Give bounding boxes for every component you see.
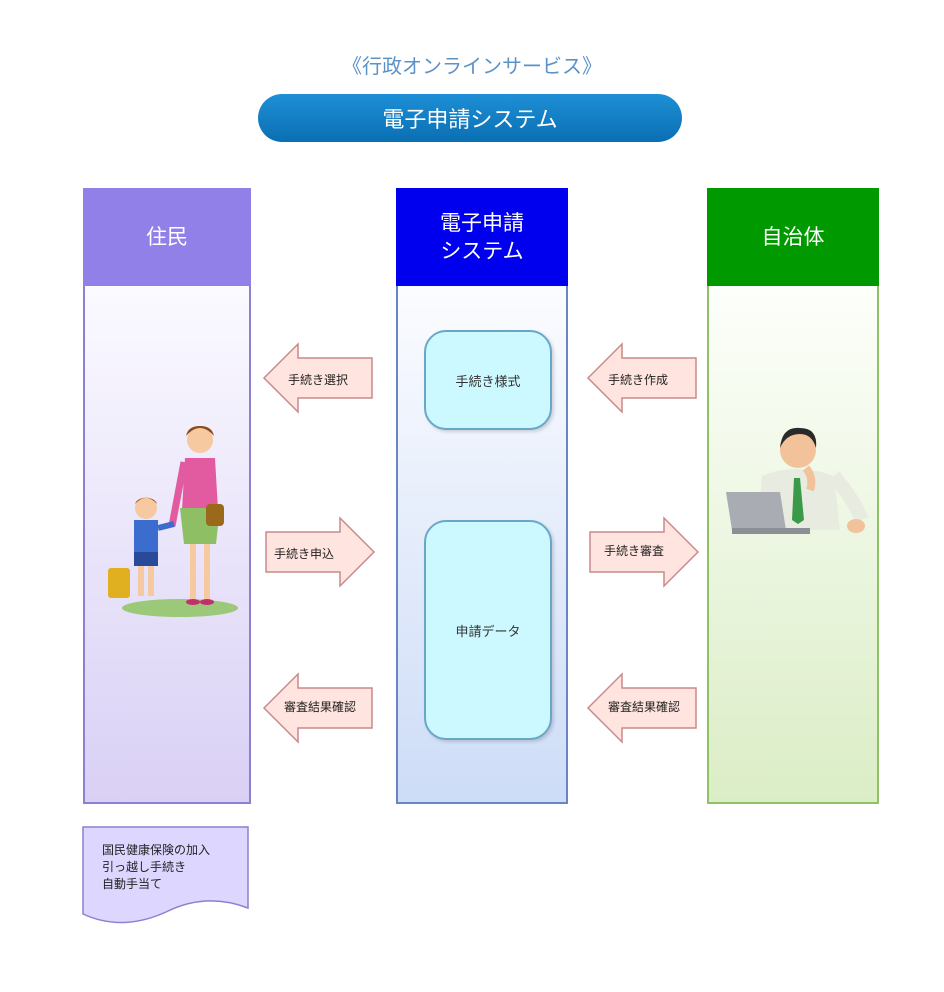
right-arrow-icon — [589, 516, 700, 588]
arrow-check-result-resident: 審査結果確認 — [262, 670, 374, 746]
note-line: 国民健康保険の加入 — [102, 843, 211, 857]
government-lane — [707, 286, 879, 804]
application-data-box: 申請データ — [424, 520, 552, 740]
mother-child-illustration — [108, 426, 238, 617]
subtitle: 《行政オンラインサービス》 — [342, 54, 602, 78]
system-label-line2: システム — [440, 239, 524, 263]
left-arrow-icon — [586, 672, 697, 744]
resident-lane — [83, 286, 251, 804]
left-arrow-icon — [262, 672, 373, 744]
left-arrow-icon — [586, 342, 697, 414]
government-label: 自治体 — [761, 225, 825, 249]
system-header: 電子申請 システム — [396, 188, 568, 286]
arrow-review-procedure: 手続き審査 — [588, 514, 700, 590]
arrow-label: 手続き審査 — [604, 544, 665, 558]
arrow-apply-procedure: 手続き申込 — [264, 514, 376, 590]
document-shape-icon — [82, 826, 249, 924]
example-procedures-note: 国民健康保険の加入 引っ越し手続き 自動手当て — [82, 826, 249, 926]
arrow-label: 手続き作成 — [608, 373, 669, 387]
arrow-label: 手続き申込 — [274, 547, 335, 561]
note-line: 引っ越し手続き — [102, 860, 187, 874]
office-worker-illustration — [726, 427, 869, 534]
arrow-label: 審査結果確認 — [608, 700, 681, 714]
arrow-select-procedure: 手続き選択 — [262, 340, 374, 416]
left-arrow-icon — [262, 342, 373, 414]
resident-header: 住民 — [83, 188, 251, 286]
government-header: 自治体 — [707, 188, 879, 286]
arrow-check-result-government: 審査結果確認 — [586, 670, 698, 746]
note-line: 自動手当て — [102, 877, 163, 891]
arrow-create-procedure: 手続き作成 — [586, 340, 698, 416]
arrow-label: 審査結果確認 — [284, 700, 357, 714]
right-arrow-icon — [265, 516, 376, 588]
form-box: 手続き様式 — [424, 330, 552, 430]
arrow-label: 手続き選択 — [288, 373, 349, 387]
title-banner: 電子申請システム — [258, 94, 682, 142]
system-label-line1: 電子申請 — [440, 211, 524, 235]
resident-label: 住民 — [146, 225, 188, 249]
